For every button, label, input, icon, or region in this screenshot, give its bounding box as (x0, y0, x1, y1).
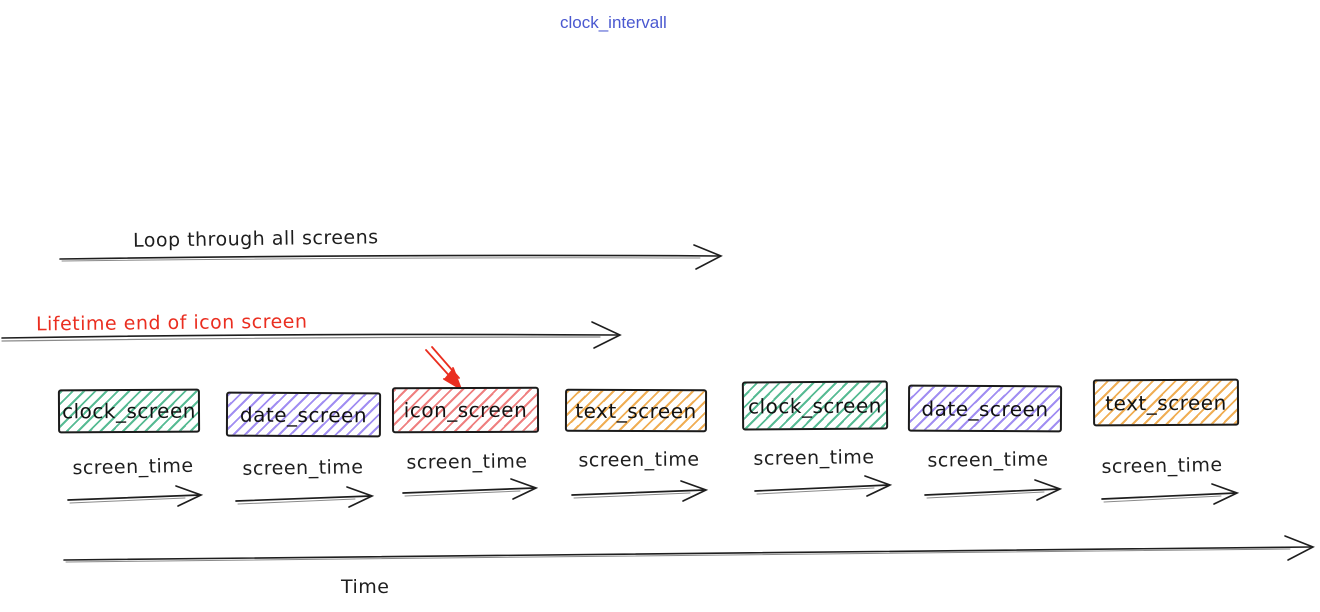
screen-time-arrow-7 (1101, 483, 1240, 505)
screen-time-label-1: screen_time (72, 454, 194, 480)
screen-time-label-4: screen_time (578, 448, 700, 472)
screen-time-label-5: screen_time (753, 446, 875, 470)
time-axis-label: Time (341, 576, 390, 598)
screen-box-label: clock_screen (747, 393, 883, 418)
screen-box-label: clock_screen (62, 398, 196, 424)
screen-box-label: text_screen (1105, 390, 1227, 415)
screen-box-label: icon_screen (403, 397, 528, 423)
screen-time-label-6: screen_time (927, 448, 1049, 472)
time-axis-arrow (63, 535, 1315, 563)
screen-box-label: date_screen (239, 402, 368, 427)
screen-box-date-2: date_screen (907, 384, 1063, 433)
screen-box-text-2: text_screen (1092, 378, 1240, 427)
screen-time-arrow-5 (754, 475, 893, 497)
screen-time-arrow-3 (402, 478, 539, 500)
screen-box-date-1: date_screen (225, 391, 382, 438)
red-pointer-arrow (425, 346, 463, 392)
diagram-title: clock_intervall (560, 13, 667, 32)
screen-time-arrow-1 (67, 485, 204, 507)
screen-time-arrow-2 (235, 486, 375, 508)
screen-time-arrow-4 (571, 480, 709, 502)
screen-box-clock-2: clock_screen (741, 380, 889, 431)
screen-time-label-2: screen_time (242, 456, 364, 480)
lifetime-arrow (1, 321, 622, 349)
screen-box-text-1: text_screen (564, 388, 708, 433)
screen-time-arrow-6 (924, 479, 1063, 501)
screen-time-label-3: screen_time (406, 450, 528, 474)
screen-box-icon: icon_screen (391, 386, 540, 434)
screen-box-label: text_screen (575, 398, 697, 423)
screen-box-clock-1: clock_screen (57, 388, 201, 434)
screen-box-label: date_screen (921, 396, 1049, 421)
loop-arrow (59, 244, 723, 270)
screen-time-label-7: screen_time (1101, 453, 1223, 479)
